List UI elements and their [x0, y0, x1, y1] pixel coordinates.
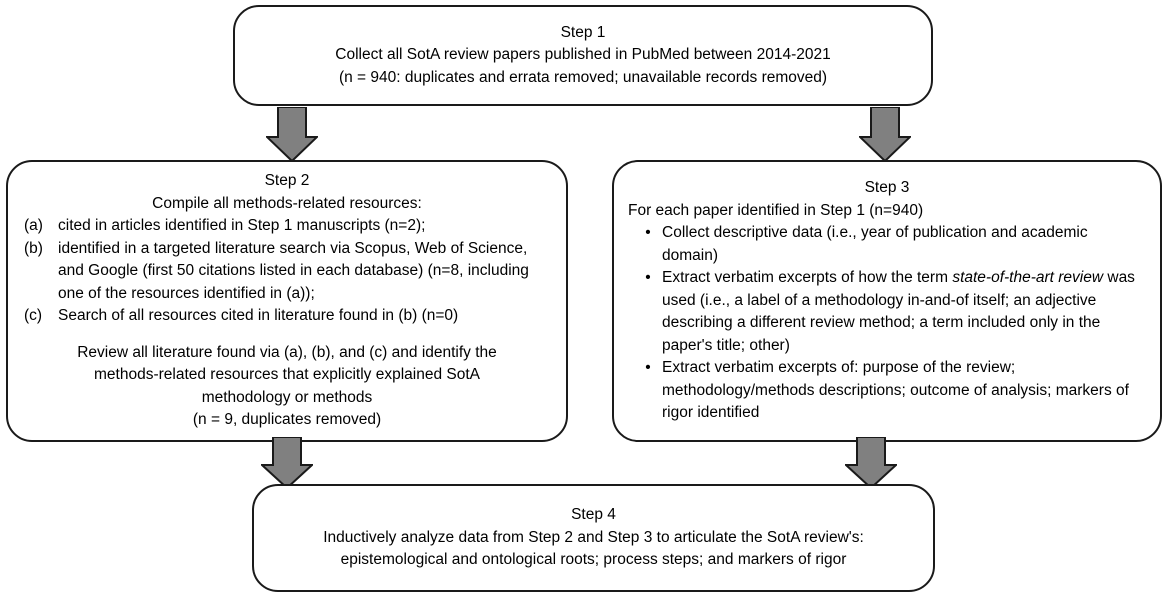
list-marker-c: (c) [24, 307, 43, 325]
list-marker-b: (b) [24, 239, 43, 257]
list-text-2-italic: state-of-the-art review [952, 269, 1104, 287]
list-text-2-pre: Extract verbatim excerpts of how the ter… [662, 269, 953, 287]
step-2-item-list: (a) cited in articles identified in Step… [14, 215, 560, 327]
step-4-heading: Step 4 [571, 506, 616, 524]
list-text-1-pre: Collect descriptive data (i.e., year of … [662, 224, 1088, 264]
list-text-3: Extract verbatim excerpts of: purpose of… [662, 357, 1140, 424]
list-text-c: Search of all resources cited in literat… [58, 307, 459, 325]
step-2-closing: Review all literature found via (a), (b)… [14, 342, 560, 409]
arrow-step2-to-step4 [261, 437, 313, 489]
step-2-closing-count: (n = 9, duplicates removed) [192, 411, 382, 429]
list-text-3-pre: Extract verbatim excerpts of: purpose of… [662, 359, 1129, 422]
list-item: • Collect descriptive data (i.e., year o… [620, 222, 1154, 267]
arrow-step3-to-step4 [845, 437, 897, 489]
step-3-box: Step 3 For each paper identified in Step… [612, 160, 1162, 442]
list-item: • Extract verbatim excerpts of how the t… [620, 267, 1154, 357]
list-text-2-post: was used (i.e., a label of a methodology… [662, 269, 1135, 354]
step-3-item-list: • Collect descriptive data (i.e., year o… [620, 222, 1154, 424]
arrow-step1-to-step3 [859, 107, 911, 162]
list-item: (c) Search of all resources cited in lit… [14, 305, 560, 327]
list-text-a: cited in articles identified in Step 1 m… [58, 217, 426, 235]
list-marker-a: (a) [24, 217, 43, 235]
step-3-intro: For each paper identified in Step 1 (n=9… [628, 201, 924, 219]
step-1-box: Step 1 Collect all SotA review papers pu… [233, 5, 933, 106]
step-2-heading: Step 2 [264, 172, 310, 190]
bullet-icon: • [645, 269, 651, 287]
step-2-box: Step 2 Compile all methods-related resou… [6, 160, 568, 442]
bullet-icon: • [645, 224, 651, 242]
list-text-2: Extract verbatim excerpts of how the ter… [662, 267, 1140, 357]
list-item: (b) identified in a targeted literature … [14, 238, 560, 305]
list-item: (a) cited in articles identified in Step… [14, 215, 560, 237]
step-2-intro: Compile all methods-related resources: [152, 194, 422, 212]
step-1-line-2: (n = 940: duplicates and errata removed;… [338, 68, 828, 86]
step-4-line-1: Inductively analyze data from Step 2 and… [323, 528, 864, 546]
step-1-line-1: Collect all SotA review papers published… [335, 46, 831, 64]
bullet-icon: • [645, 359, 651, 377]
step-3-heading: Step 3 [864, 179, 910, 197]
list-text-1: Collect descriptive data (i.e., year of … [662, 222, 1140, 267]
spacer [14, 328, 560, 342]
step-4-line-2: epistemological and ontological roots; p… [340, 551, 847, 569]
step-4-box: Step 4 Inductively analyze data from Ste… [252, 484, 935, 592]
step-1-heading: Step 1 [560, 23, 606, 41]
list-text-b: identified in a targeted literature sear… [58, 239, 529, 302]
list-item: • Extract verbatim excerpts of: purpose … [620, 357, 1154, 424]
arrow-step1-to-step2 [266, 107, 318, 162]
step-2-closing-text: Review all literature found via (a), (b)… [77, 343, 497, 406]
